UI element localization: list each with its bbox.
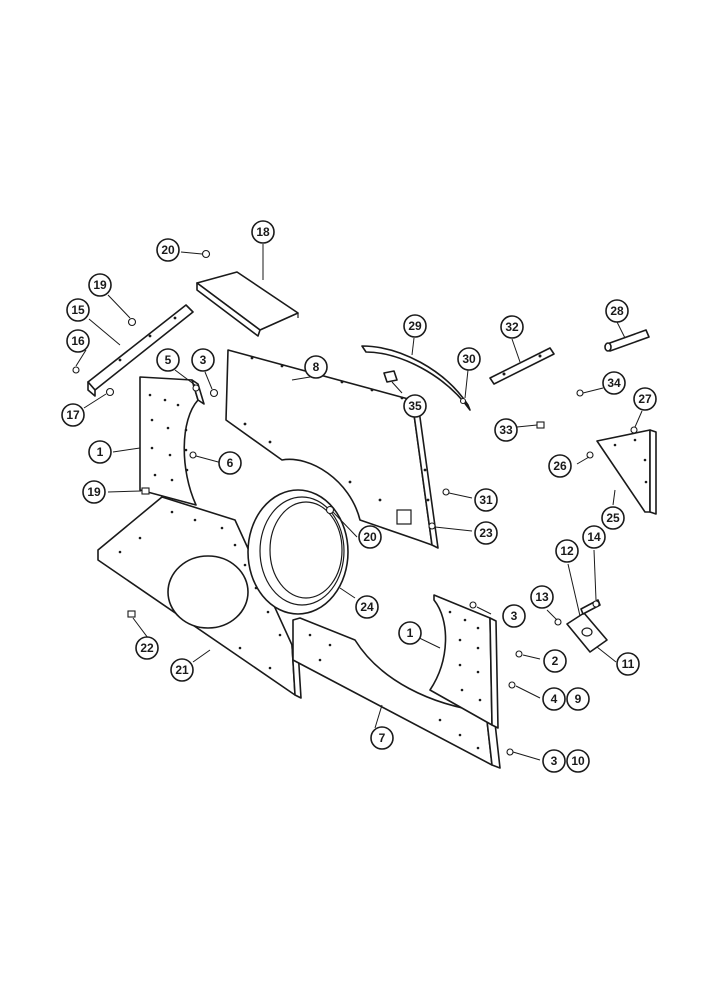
svg-text:19: 19 — [93, 278, 107, 292]
svg-text:1: 1 — [97, 445, 104, 459]
svg-text:4: 4 — [551, 692, 558, 706]
part-25-triangle-panel — [596, 429, 657, 515]
svg-text:34: 34 — [607, 376, 621, 390]
part-24-ring — [247, 489, 349, 615]
svg-text:30: 30 — [462, 352, 476, 366]
callout-27: 27 — [633, 387, 657, 411]
svg-text:10: 10 — [571, 754, 585, 768]
svg-text:17: 17 — [66, 408, 80, 422]
callout-28: 28 — [605, 299, 629, 323]
svg-text:27: 27 — [638, 392, 652, 406]
callout-30: 30 — [457, 347, 481, 371]
callout-17: 17 — [61, 403, 85, 427]
hardware-items — [72, 249, 638, 756]
svg-text:2: 2 — [552, 654, 559, 668]
svg-text:23: 23 — [479, 526, 493, 540]
callout-20-mid: 20 — [358, 525, 382, 549]
callout-19-top: 19 — [88, 273, 112, 297]
callout-22: 22 — [135, 636, 159, 660]
callout-1-left: 1 — [88, 440, 112, 464]
callout-3-mid: 3 — [502, 604, 526, 628]
callout-18: 18 — [251, 220, 275, 244]
callout-29: 29 — [403, 314, 427, 338]
part-8-upper-panel — [225, 349, 439, 549]
svg-text:3: 3 — [511, 609, 518, 623]
svg-text:8: 8 — [313, 360, 320, 374]
svg-text:21: 21 — [175, 663, 189, 677]
svg-text:9: 9 — [575, 692, 582, 706]
part-29-curved-strip — [361, 345, 471, 411]
svg-text:1: 1 — [407, 626, 414, 640]
callout-23: 23 — [474, 521, 498, 545]
svg-text:13: 13 — [535, 590, 549, 604]
callout-32: 32 — [500, 315, 524, 339]
part-18-top-tray — [196, 271, 299, 337]
svg-text:28: 28 — [610, 304, 624, 318]
callout-19-mid: 19 — [82, 480, 106, 504]
callout-16: 16 — [66, 329, 90, 353]
svg-text:11: 11 — [622, 657, 635, 671]
part-7-lower-bar — [292, 617, 501, 769]
part-1-right-side-panel — [429, 594, 499, 729]
callout-34: 34 — [602, 371, 626, 395]
svg-text:15: 15 — [71, 303, 85, 317]
callout-33: 33 — [494, 418, 518, 442]
svg-text:25: 25 — [606, 511, 620, 525]
part-1-left-side-panel — [139, 376, 205, 506]
svg-text:3: 3 — [551, 754, 558, 768]
svg-text:29: 29 — [408, 319, 422, 333]
svg-text:31: 31 — [479, 493, 493, 507]
callout-4: 4 — [542, 687, 566, 711]
svg-text:20: 20 — [363, 530, 377, 544]
svg-text:19: 19 — [87, 485, 101, 499]
svg-text:7: 7 — [379, 731, 386, 745]
callout-15: 15 — [66, 298, 90, 322]
svg-text:6: 6 — [227, 456, 234, 470]
callout-13: 13 — [530, 585, 554, 609]
callout-26: 26 — [548, 454, 572, 478]
callout-8: 8 — [304, 355, 328, 379]
callout-31: 31 — [474, 488, 498, 512]
svg-text:22: 22 — [140, 641, 154, 655]
svg-text:14: 14 — [587, 530, 601, 544]
svg-text:32: 32 — [505, 320, 519, 334]
part-11-plate — [566, 612, 608, 653]
callout-21: 21 — [170, 658, 194, 682]
callout-6: 6 — [218, 451, 242, 475]
callout-3-bottom: 3 — [542, 749, 566, 773]
svg-text:26: 26 — [553, 459, 567, 473]
callout-3-top: 3 — [191, 348, 215, 372]
callout-7: 7 — [370, 726, 394, 750]
callout-9: 9 — [566, 687, 590, 711]
leader-lines — [75, 244, 643, 761]
callout-1-right: 1 — [398, 621, 422, 645]
callout-2: 2 — [543, 649, 567, 673]
svg-text:12: 12 — [560, 544, 574, 558]
callout-11: 11 — [616, 652, 640, 676]
callout-24: 24 — [355, 595, 379, 619]
part-35-clip — [383, 370, 398, 383]
svg-text:3: 3 — [200, 353, 207, 367]
svg-text:20: 20 — [161, 243, 175, 257]
svg-text:18: 18 — [256, 225, 270, 239]
part-32-rod — [489, 347, 555, 385]
callout-12: 12 — [555, 539, 579, 563]
svg-text:16: 16 — [71, 334, 85, 348]
svg-text:24: 24 — [360, 600, 374, 614]
callout-20-top: 20 — [156, 238, 180, 262]
callout-14: 14 — [582, 525, 606, 549]
callout-5: 5 — [156, 348, 180, 372]
part-21-lower-panel — [97, 496, 302, 699]
part-28-pin — [604, 329, 650, 352]
callout-10: 10 — [566, 749, 590, 773]
callout-25: 25 — [601, 506, 625, 530]
svg-text:33: 33 — [499, 423, 513, 437]
callout-35: 35 — [403, 394, 427, 418]
part-15-bracket — [87, 304, 194, 397]
svg-text:35: 35 — [408, 399, 422, 413]
svg-text:5: 5 — [165, 353, 172, 367]
